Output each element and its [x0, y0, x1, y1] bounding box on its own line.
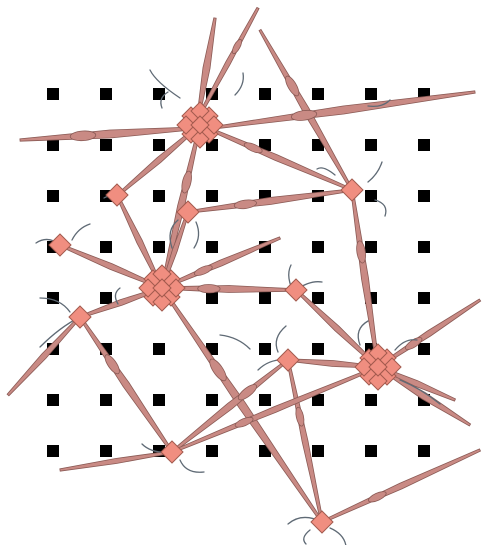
grid-dot	[100, 88, 112, 100]
grid-dot	[312, 88, 324, 100]
grid-dot	[100, 139, 112, 151]
grid-dot	[47, 394, 59, 406]
grid-dot	[47, 88, 59, 100]
grid-dot	[206, 292, 218, 304]
grid-dot	[312, 292, 324, 304]
grid-dot	[47, 190, 59, 202]
grid-dot	[418, 343, 430, 355]
grid-dot	[259, 394, 271, 406]
fiber-bulge	[198, 284, 221, 293]
grid-dot	[153, 343, 165, 355]
grid-dot	[418, 139, 430, 151]
grid-dot	[153, 88, 165, 100]
grid-dot	[312, 241, 324, 253]
grid-dot	[100, 241, 112, 253]
grid-dot	[206, 241, 218, 253]
grid-dot	[312, 343, 324, 355]
grid-dot	[153, 394, 165, 406]
grid-dot	[418, 445, 430, 457]
grid-dot	[259, 343, 271, 355]
grid-dot	[365, 394, 377, 406]
grid-dot	[47, 139, 59, 151]
grid-dot	[418, 241, 430, 253]
grid-dot	[259, 292, 271, 304]
grid-dot	[365, 241, 377, 253]
grid-dot	[365, 445, 377, 457]
grid-dot	[259, 88, 271, 100]
grid-dot	[100, 445, 112, 457]
grid-dot	[100, 394, 112, 406]
grid-dot	[153, 190, 165, 202]
grid-dot	[153, 241, 165, 253]
grid-dot	[47, 292, 59, 304]
grid-dot	[312, 445, 324, 457]
grid-dot	[100, 292, 112, 304]
grid-dot	[206, 394, 218, 406]
grid-dot	[47, 445, 59, 457]
grid-dot	[365, 88, 377, 100]
grid-dot	[153, 139, 165, 151]
grid-dot	[418, 190, 430, 202]
grid-dot	[365, 139, 377, 151]
grid-dot	[206, 190, 218, 202]
grid-dot	[206, 445, 218, 457]
grid-dot	[418, 292, 430, 304]
